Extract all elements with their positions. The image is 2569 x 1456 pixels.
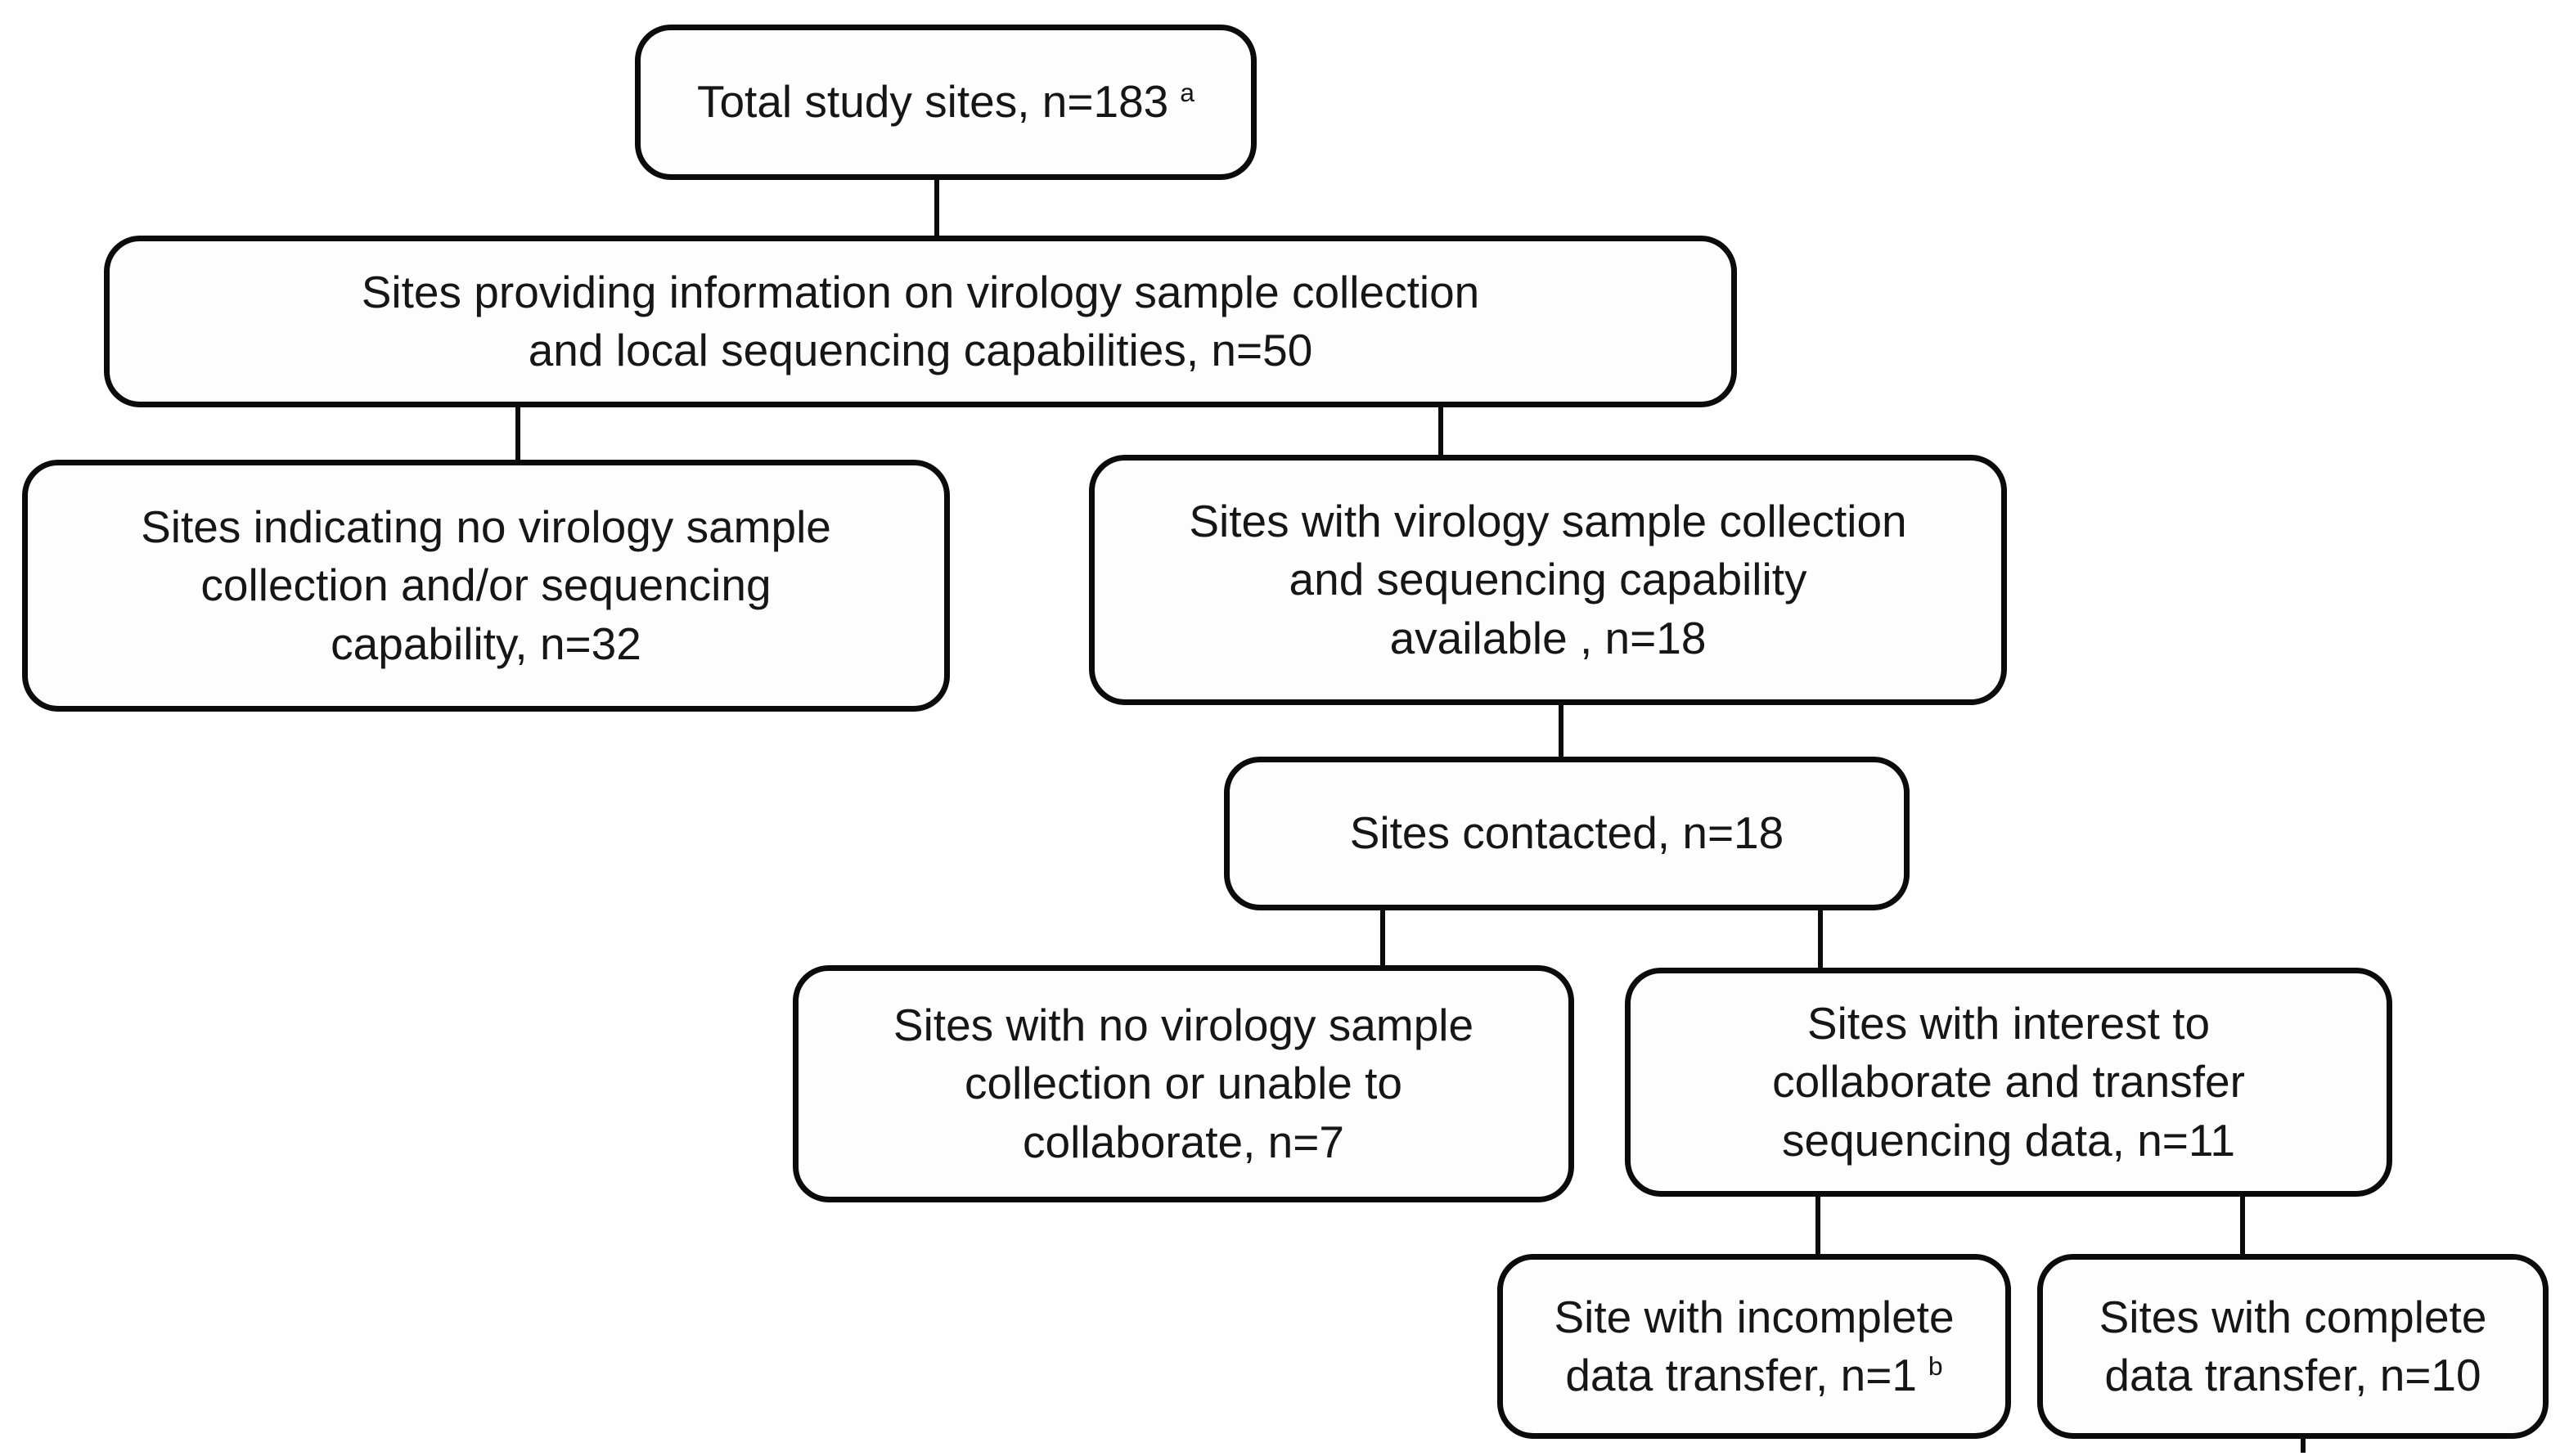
flow-box-sites-contacted: Sites contacted, n=18: [1224, 757, 1910, 910]
flow-box-no-capability: Sites indicating no virology sample coll…: [22, 460, 950, 712]
box-text-line: data transfer, n=10: [2104, 1350, 2481, 1400]
box-text-line: collection or unable to: [964, 1058, 1403, 1109]
box-text-line: and sequencing capability: [1289, 554, 1807, 605]
box-text-line: sequencing data, n=11: [1781, 1114, 2236, 1166]
box-text-line: available , n=18: [1389, 612, 1707, 663]
box-text-line: Site with incomplete: [1554, 1291, 1955, 1342]
footnote-marker-b: b: [1928, 1350, 1943, 1381]
flow-box-with-capability: Sites with virology sample collection an…: [1089, 455, 2007, 705]
connector-with-capability-to-contacted: [1559, 702, 1563, 759]
connector-stub-bottom-edge: [2301, 1436, 2306, 1453]
flow-box-sites-providing-information: Sites providing information on virology …: [104, 236, 1737, 407]
flow-box-complete-transfer: Sites with complete data transfer, n=10: [2037, 1254, 2549, 1439]
box-text-line: and local sequencing capabilities, n=50: [528, 325, 1313, 375]
box-text-line: Sites with no virology sample: [893, 999, 1474, 1050]
footnote-marker-a: a: [1180, 77, 1195, 107]
box-text-line: Sites with virology sample collection: [1189, 495, 1907, 546]
connector-contacted-to-no-collection: [1380, 908, 1385, 968]
connector-total-to-providing: [934, 178, 939, 237]
connector-providing-to-no-capability: [515, 405, 520, 462]
box-text-line: Sites providing information on virology …: [361, 266, 1480, 317]
box-text-line: collaborate, n=7: [1023, 1116, 1344, 1167]
connector-providing-to-with-capability: [1438, 405, 1443, 457]
connector-interest-to-complete: [2240, 1194, 2245, 1256]
connector-interest-to-incomplete: [1815, 1194, 1820, 1256]
box-text-line: Sites contacted, n=18: [1349, 807, 1784, 859]
flow-box-no-collection-or-unable: Sites with no virology sample collection…: [793, 965, 1574, 1202]
box-text-line: collection and/or sequencing: [200, 559, 772, 611]
box-text-line: collaborate and transfer: [1772, 1056, 2245, 1108]
box-text-line: capability, n=32: [331, 618, 641, 669]
box-text-line: Sites with complete: [2099, 1291, 2487, 1342]
box-text-line: Sites indicating no virology sample: [141, 501, 831, 552]
flow-box-interest-to-collaborate: Sites with interest to collaborate and t…: [1625, 968, 2392, 1197]
connector-contacted-to-interest: [1818, 908, 1823, 970]
box-text-line: Sites with interest to: [1806, 997, 2211, 1049]
